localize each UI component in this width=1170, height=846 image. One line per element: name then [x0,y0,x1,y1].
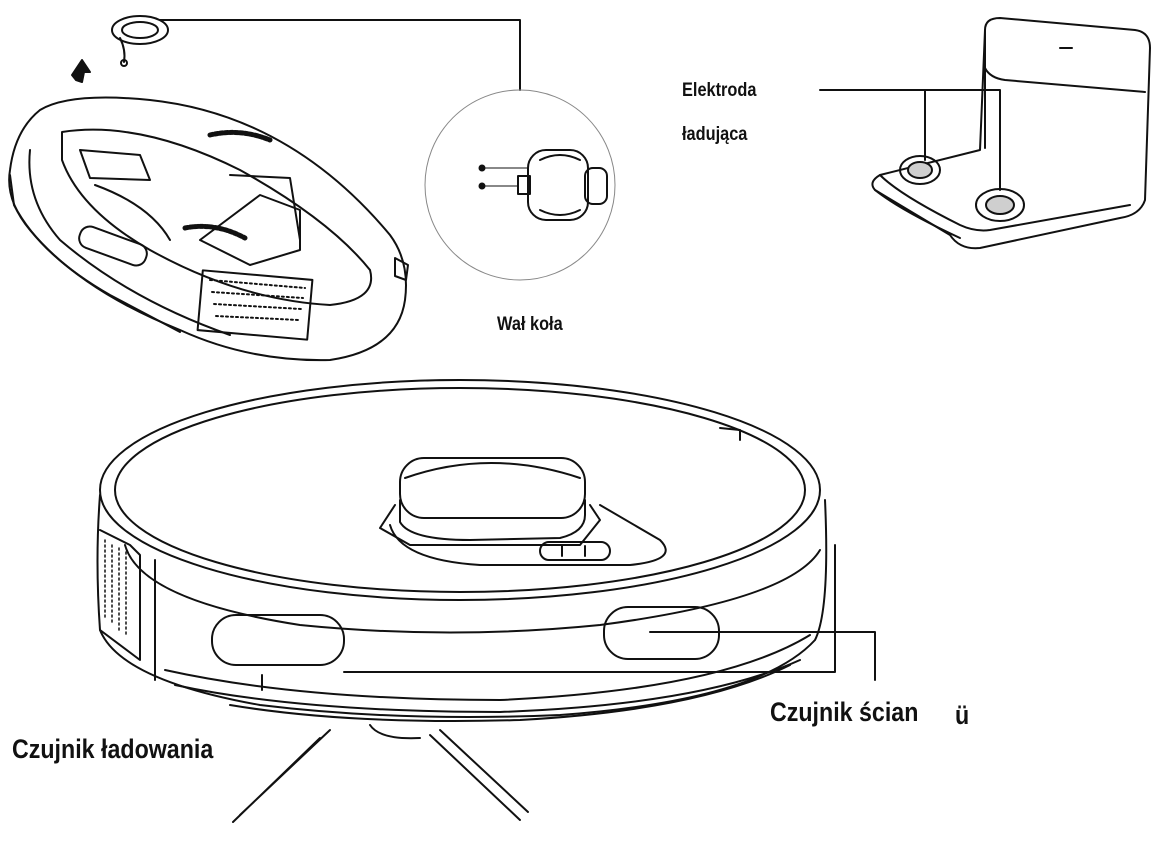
robot-underside-illustration [8,96,409,362]
wheel-axle-label: Wał koła [497,314,563,335]
wall-sensor-label: Czujnik ścian [770,697,919,727]
electrode-label-line1: Elektroda [682,80,757,101]
charge-sensor-label: Czujnik ładowania [12,734,214,764]
electrode-label-line2: ładująca [682,124,748,145]
wheel-axle-detail [424,89,616,281]
electrode-leader-line [819,89,1001,191]
wheel-cap-leader-line [159,19,521,91]
wheel-cap-part [111,15,169,67]
wall-sensor-leader-line-b [649,631,876,681]
wall-sensor-suffix-label: ü [955,700,970,730]
charging-dock-illustration [871,17,1151,250]
up-arrow-icon [71,59,91,83]
wall-sensor-leader-line-a [343,544,836,673]
